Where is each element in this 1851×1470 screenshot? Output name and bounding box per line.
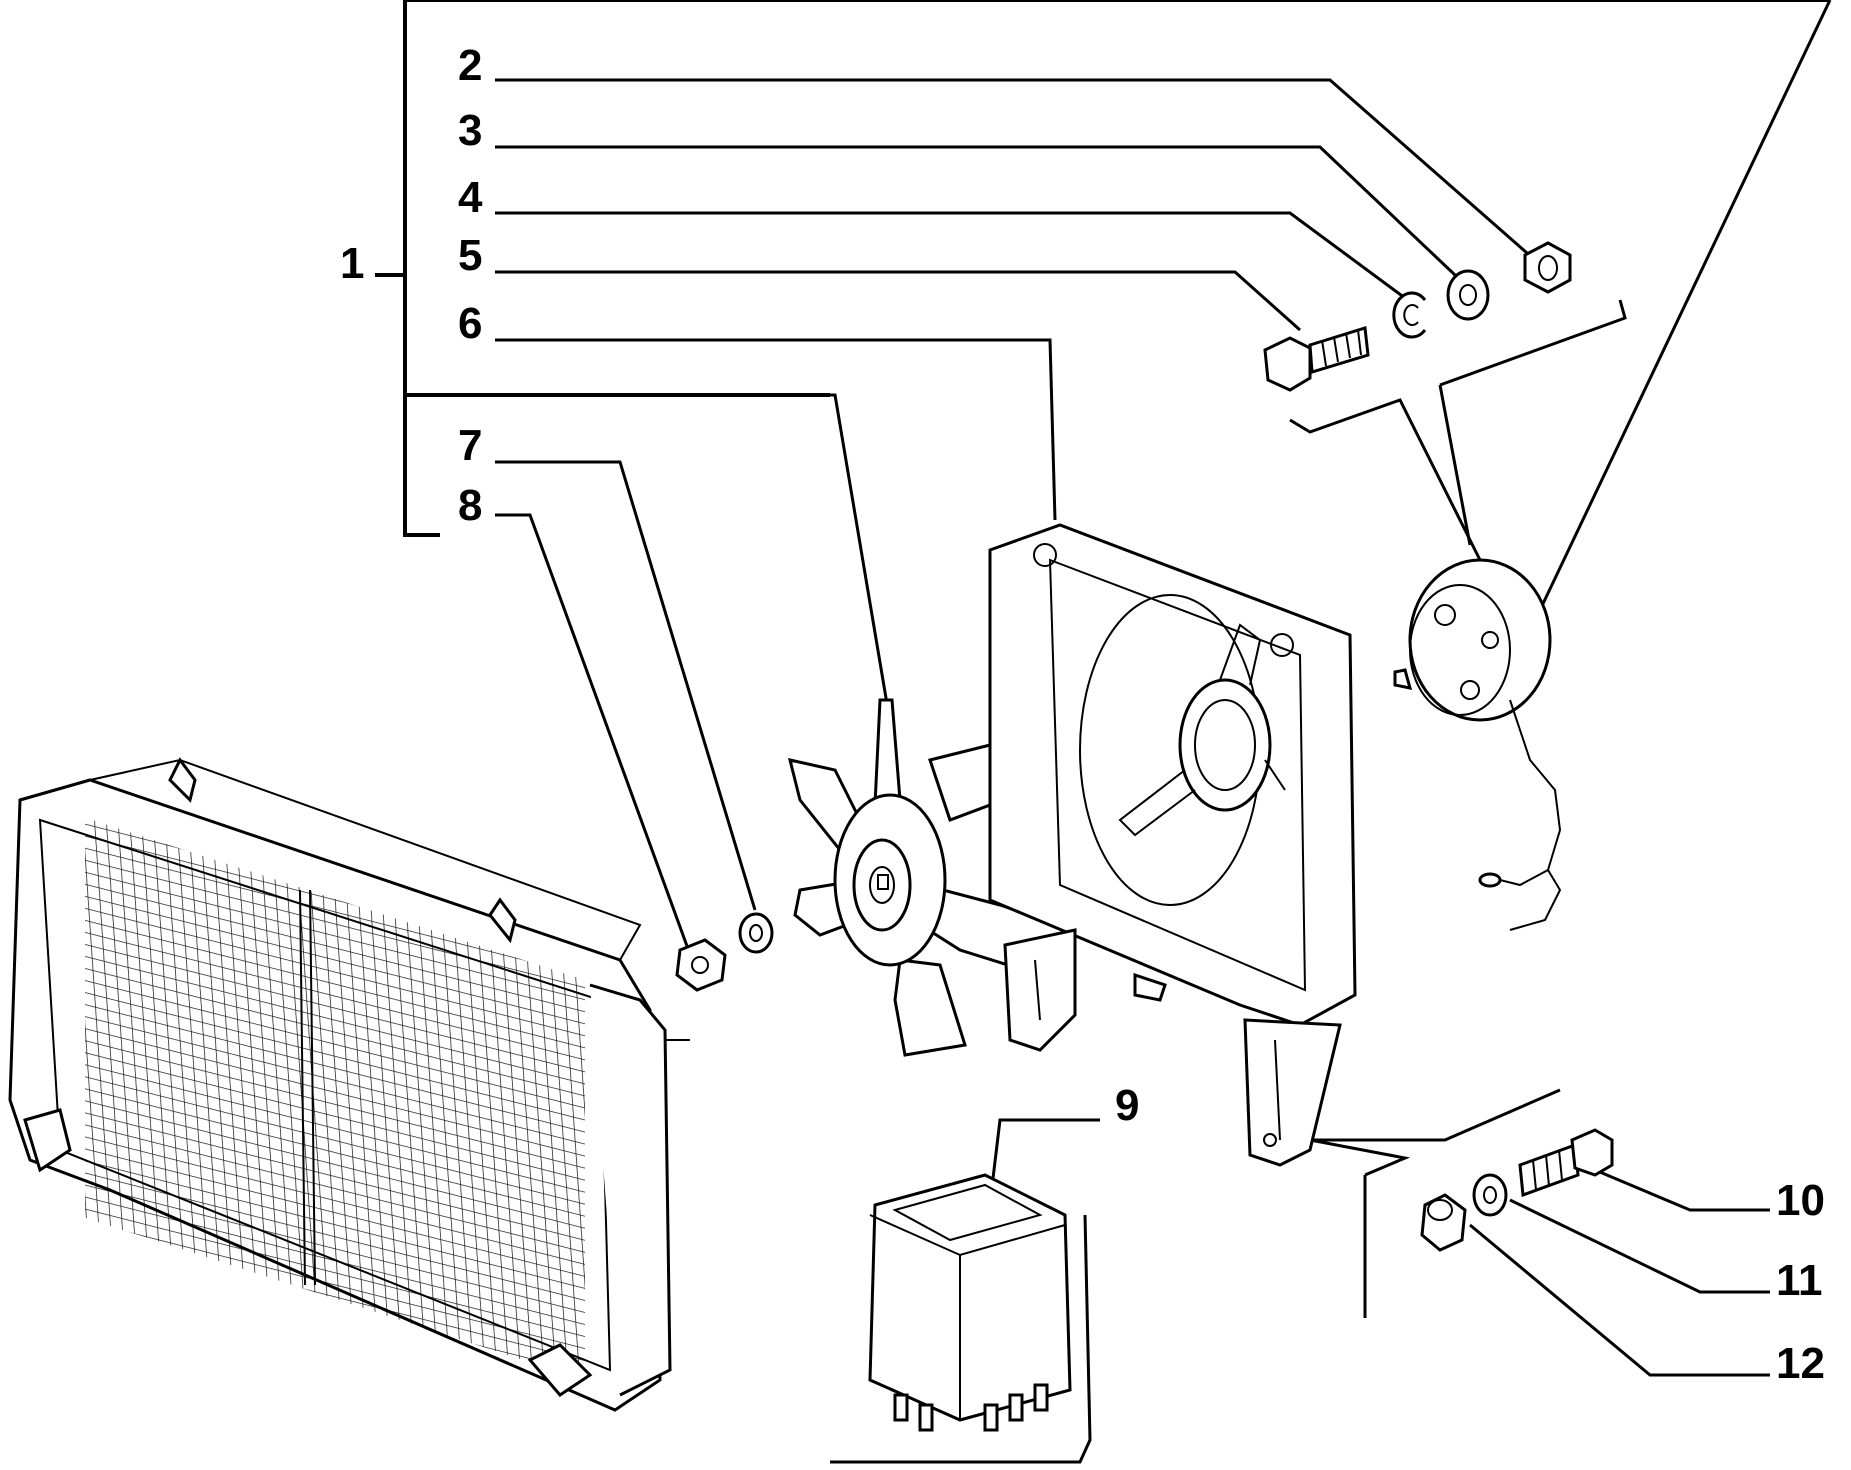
motor-hardware-bracket [1289, 299, 1627, 561]
fan-shroud [988, 523, 1357, 1167]
radiator [8, 757, 690, 1412]
callout-label-5: 5 [458, 231, 482, 280]
callout-label-4: 4 [458, 173, 483, 222]
callout-label-8: 8 [458, 481, 482, 530]
part-7-washer [738, 912, 774, 954]
callout-label-12: 12 [1776, 1339, 1825, 1388]
part-5-bolt [1263, 326, 1370, 392]
callout-label-9: 9 [1115, 1081, 1139, 1130]
callout-label-1: 1 [340, 239, 364, 288]
relay-bracket [830, 1214, 1092, 1464]
callout-label-7: 7 [458, 421, 482, 470]
callout-label-3: 3 [458, 106, 482, 155]
fan-motor [1393, 558, 1562, 931]
callout-label-11: 11 [1776, 1256, 1823, 1305]
part-11-washer [1472, 1173, 1508, 1217]
leader-lines [495, 0, 1832, 1377]
callout-label-10: 10 [1776, 1176, 1825, 1225]
part-3-washer [1446, 269, 1490, 321]
part-12-spacer [1420, 1193, 1467, 1252]
fan-impeller [787, 698, 1078, 1057]
part-10-bolt [1518, 1128, 1614, 1198]
part-9-relay [868, 1173, 1072, 1432]
part-4-spring-washer [1392, 291, 1427, 339]
part-2-nut [1523, 241, 1572, 294]
shroud-hardware-bracket [1309, 1088, 1561, 1318]
callout-label-6: 6 [458, 299, 482, 348]
group-bracket-1 [375, 0, 1830, 537]
part-8-nut [675, 938, 727, 992]
callout-label-2: 2 [458, 41, 482, 90]
